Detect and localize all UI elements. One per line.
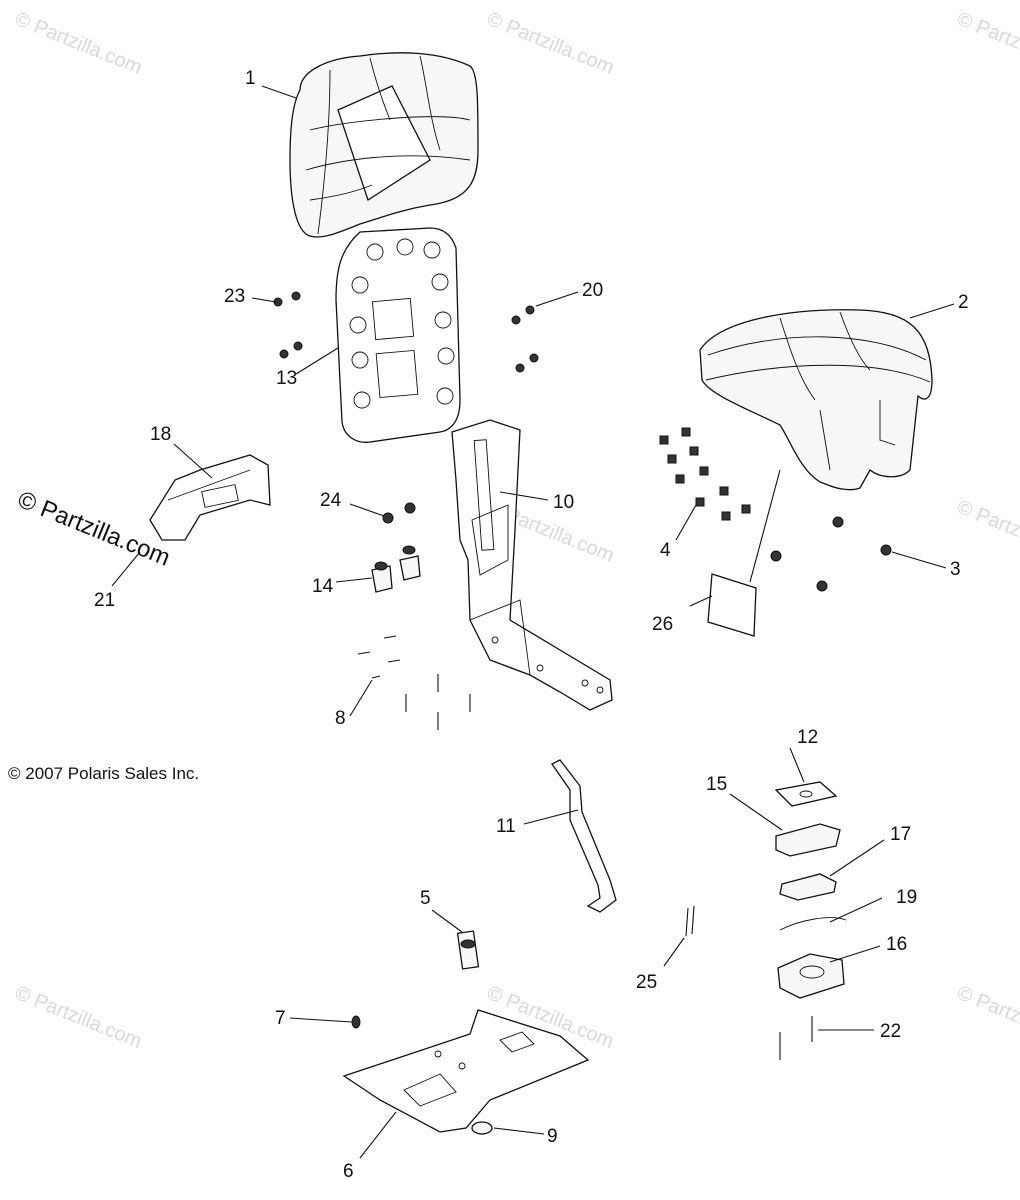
callout-17: 17 [890, 824, 911, 845]
copyright-notice: © 2007 Polaris Sales Inc. [8, 764, 200, 783]
callout-labels: 1 2 3 4 5 6 7 8 9 10 11 12 13 14 15 16 1… [94, 68, 969, 1182]
callout-1: 1 [245, 68, 256, 89]
callout-18: 18 [150, 424, 171, 445]
part-warning-label[interactable] [707, 573, 757, 637]
callout-6: 6 [343, 1161, 354, 1182]
part-screws-and-pins[interactable] [685, 905, 813, 1060]
callout-25: 25 [636, 972, 657, 993]
callout-14: 14 [312, 576, 334, 597]
callout-19: 19 [896, 887, 917, 908]
part-side-bracket[interactable] [149, 454, 271, 541]
part-nuts[interactable] [382, 502, 416, 524]
part-plunger[interactable] [456, 930, 480, 970]
part-bolt-and-grommet[interactable] [319, 1015, 493, 1135]
callout-12: 12 [797, 727, 818, 748]
callout-3: 3 [950, 559, 961, 580]
callout-15: 15 [706, 774, 727, 795]
callout-5: 5 [420, 888, 431, 909]
part-seat-bottom-cushion[interactable] [699, 309, 933, 491]
part-seat-support-bracket[interactable] [451, 419, 613, 711]
callout-13: 13 [276, 368, 297, 389]
callout-9: 9 [547, 1126, 558, 1147]
callout-2: 2 [958, 292, 969, 313]
part-base-plate[interactable] [342, 1009, 590, 1133]
leader-lines [111, 85, 955, 1159]
part-link-rod[interactable] [551, 759, 617, 913]
callout-7: 7 [275, 1008, 286, 1029]
callout-20: 20 [582, 280, 603, 301]
callout-22: 22 [880, 1021, 901, 1042]
callout-11: 11 [496, 816, 516, 837]
part-rubber-bumpers[interactable] [371, 545, 421, 593]
callout-26: 26 [652, 614, 673, 635]
callout-10: 10 [553, 492, 574, 513]
part-latch-assembly[interactable] [774, 781, 847, 999]
callout-23: 23 [224, 286, 245, 307]
part-seat-back-plate[interactable] [335, 227, 461, 443]
part-seat-back-cushion[interactable] [289, 52, 479, 238]
callout-4: 4 [660, 540, 671, 561]
part-clips-and-nuts[interactable] [659, 427, 892, 592]
callout-21: 21 [94, 590, 115, 611]
callout-24: 24 [320, 490, 342, 511]
callout-8: 8 [335, 708, 346, 729]
callout-16: 16 [886, 934, 907, 955]
part-bolts[interactable] [357, 635, 471, 730]
